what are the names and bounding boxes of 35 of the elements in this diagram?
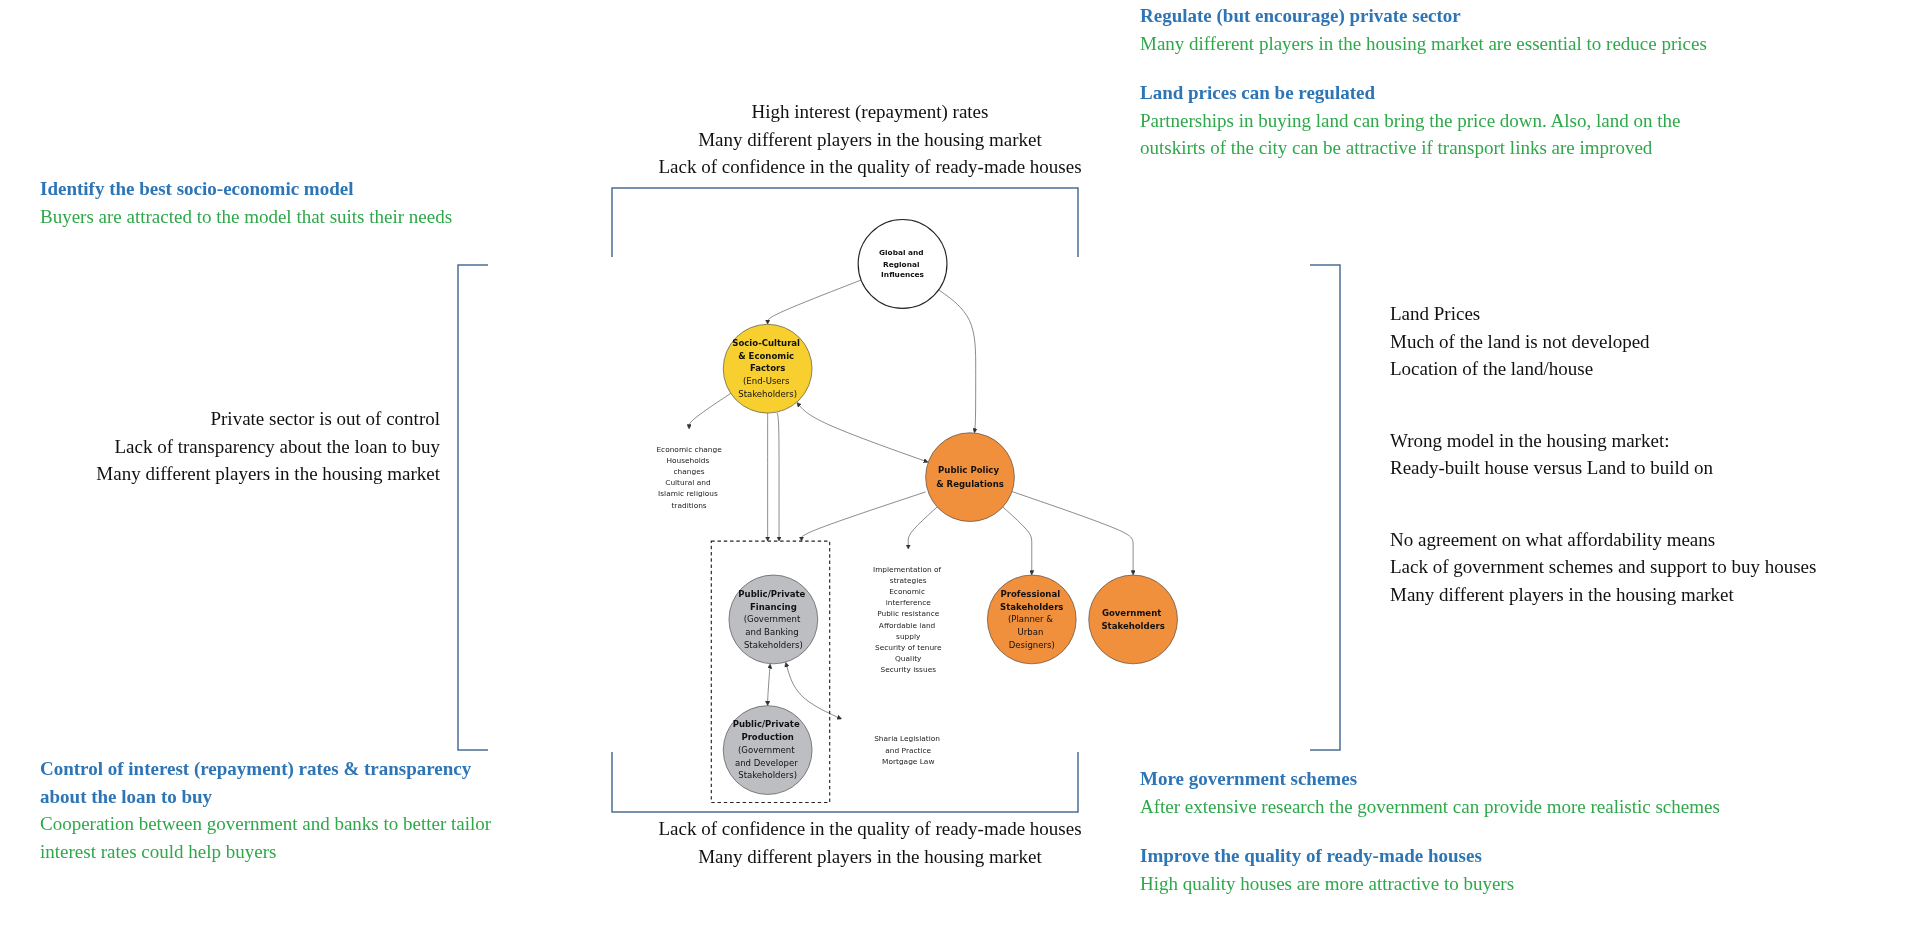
- issue-text: Lack of confidence in the quality of ready-made houses: [657, 155, 1083, 180]
- issue-text: No agreement on what affordability means: [1390, 527, 1717, 552]
- issue-text: Many different players in the housing market: [95, 462, 440, 487]
- recommendation-text: High quality houses are more attractive to buyers: [1140, 871, 1515, 896]
- node-circle: Professional Stakeholders (Planner & Urban Designers): [987, 574, 1077, 665]
- issue-text: Many different players in the housing market: [1390, 582, 1735, 607]
- recommendation-text: Many different players in the housing market are essential to reduce prices: [1140, 31, 1707, 56]
- node-circle: Public/Private Financing (Government and Banking Stakeholders): [728, 574, 819, 665]
- recommendation-text: Buyers are attracted to the model that suits their needs: [40, 204, 453, 229]
- recommendation-heading: More government schemes: [1140, 767, 1358, 791]
- recommendation-text: Partnerships in buying land can bring the price down. Also, land on the outskirts of the city can be attractive if transport links are improved: [1140, 108, 1682, 161]
- node-circle: Public/Private Production (Government and Developer Stakeholders): [722, 705, 813, 795]
- issue-text: High interest (repayment) rates: [750, 100, 990, 124]
- issue-text: Private sector is out of control: [209, 407, 440, 431]
- issue-text: Much of the land is not developed: [1390, 329, 1651, 354]
- recommendation-heading: Identify the best socio-economic model: [40, 177, 354, 201]
- issue-text: Many different players in the housing market: [697, 844, 1043, 869]
- recommendation-text: Cooperation between government and banks to better tailor interest rates could help buyers: [40, 812, 493, 864]
- issue-text: Lack of government schemes and support to buy houses: [1390, 555, 1818, 580]
- issue-text: Location of the land/house: [1390, 357, 1595, 382]
- recommendation-heading: Land prices can be regulated: [1140, 81, 1376, 106]
- issue-text: Wrong model in the housing market:: [1390, 428, 1671, 453]
- issue-text: Lack of confidence in the quality of ready-made houses: [657, 817, 1083, 841]
- recommendation-heading: Regulate (but encourage) private sector: [1140, 4, 1461, 28]
- issue-text: Land Prices: [1390, 302, 1482, 326]
- issue-text: Lack of transparency about the loan to buy: [113, 434, 440, 459]
- issue-text: Ready-built house versus Land to build on: [1390, 456, 1714, 481]
- cluster: [710, 540, 831, 804]
- recommendation-text: After extensive research the government can provide more realistic schemes: [1140, 794, 1720, 819]
- node-circle: Socio-Cultural & Economic Factors (End-Users Stakeholders): [722, 324, 813, 414]
- node-circle: Government Stakeholders: [1088, 574, 1178, 665]
- issue-text: Many different players in the housing market: [697, 127, 1043, 152]
- recommendation-heading: Improve the quality of ready-made houses: [1140, 844, 1482, 869]
- recommendation-heading: Control of interest (repayment) rates & transparency about the loan to buy: [40, 757, 473, 809]
- node-circle: Public Policy & Regulations: [925, 432, 1015, 522]
